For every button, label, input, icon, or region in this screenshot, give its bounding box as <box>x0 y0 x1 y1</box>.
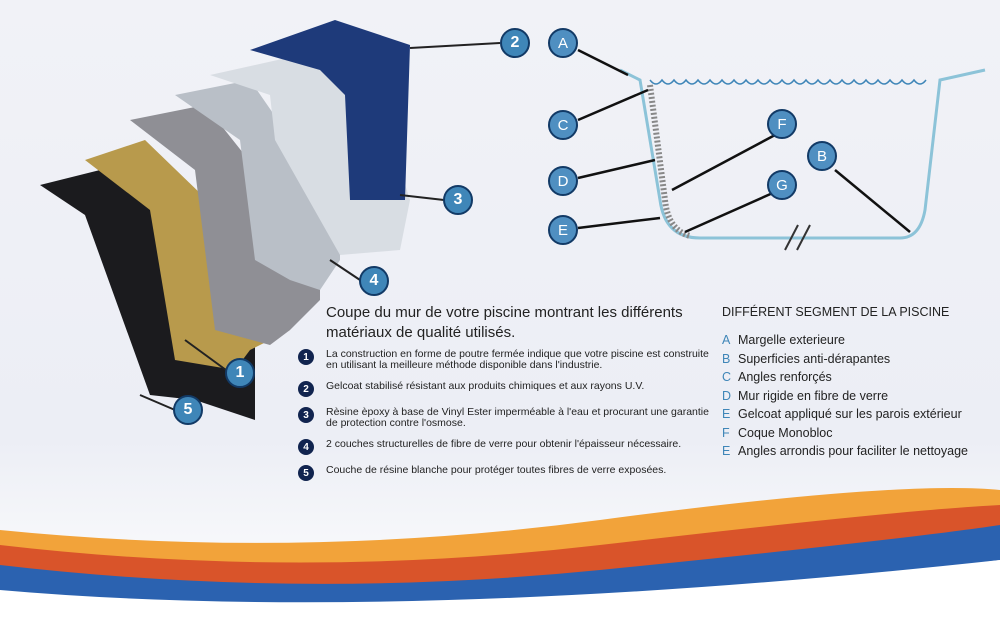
number-badge: 1 <box>298 349 314 365</box>
list-item: E Angles arrondis pour faciliter le netto… <box>722 442 968 461</box>
segments-title: DIFFÉRENT SEGMENT DE LA PISCINE <box>722 305 950 319</box>
pool-section-diagram <box>577 48 986 251</box>
item-text: Gelcoat stabilisé résistant aux produits… <box>326 380 645 392</box>
segment-text: Angles renforçés <box>738 370 832 384</box>
segment-letter: B <box>722 351 731 366</box>
segment-text: Superficies anti-dérapantes <box>738 351 891 366</box>
number-badge: 4 <box>298 439 314 455</box>
list-item: 5 Couche de résine blanche pour protéger … <box>298 465 718 481</box>
callout-5: 5 <box>173 395 203 425</box>
callout-1: 1 <box>225 358 255 388</box>
segment-text: Gelcoat appliqué sur les parois extérieu… <box>738 407 962 421</box>
segment-letter: E <box>722 444 731 458</box>
list-item: D Mur rigide en fibre de verre <box>722 387 968 406</box>
segment-letter: E <box>722 407 731 421</box>
materials-list: 1 La construction en forme de poutre ferm… <box>298 349 718 491</box>
segments-list: A Margelle exterieure B Superficies anti-d… <box>722 331 968 461</box>
list-item: F Coque Monobloc <box>722 424 968 443</box>
callout-f: F <box>767 109 797 139</box>
segment-text: Margelle exterieure <box>738 333 845 347</box>
list-item: 3 Rèsine èpoxy à base de Vinyl Ester impe… <box>298 407 718 429</box>
callout-c: C <box>548 110 578 140</box>
segment-letter: F <box>722 425 730 440</box>
item-text: Rèsine èpoxy à base de Vinyl Ester imper… <box>326 406 709 429</box>
segment-text: Mur rigide en fibre de verre <box>738 388 889 403</box>
item-text: La construction en forme de poutre fermé… <box>326 348 709 371</box>
list-item: A Margelle exterieure <box>722 331 968 350</box>
callout-e: E <box>548 215 578 245</box>
item-text: 2 couches structurelles de fibre de verr… <box>326 438 682 450</box>
callout-3: 3 <box>443 185 473 215</box>
list-item: E Gelcoat appliqué sur les parois extérie… <box>722 405 968 424</box>
callout-2: 2 <box>500 28 530 58</box>
item-text: Couche de résine blanche pour protéger t… <box>326 464 667 476</box>
number-badge: 2 <box>298 381 314 397</box>
callout-g: G <box>767 170 797 200</box>
segment-letter: A <box>722 333 731 347</box>
segment-text: Coque Monobloc <box>738 425 833 440</box>
list-item: C Angles renforçés <box>722 368 968 387</box>
callout-a: A <box>548 28 578 58</box>
number-badge: 5 <box>298 465 314 481</box>
list-item: 4 2 couches structurelles de fibre de ver… <box>298 439 718 455</box>
segment-letter: D <box>722 388 732 403</box>
list-item: B Superficies anti-dérapantes <box>722 350 968 369</box>
number-badge: 3 <box>298 407 314 423</box>
list-item: 1 La construction en forme de poutre ferm… <box>298 349 718 371</box>
callout-4: 4 <box>359 266 389 296</box>
decorative-swoosh <box>0 488 1000 627</box>
segment-letter: C <box>722 370 732 384</box>
list-item: 2 Gelcoat stabilisé résistant aux produit… <box>298 381 718 397</box>
segment-text: Angles arrondis pour faciliter le nettoy… <box>738 444 968 458</box>
wall-cross-section <box>40 20 410 420</box>
callout-d: D <box>548 166 578 196</box>
materials-title: Coupe du mur de votre piscine montrant l… <box>326 304 683 341</box>
wall-leader-lines <box>139 42 501 411</box>
callout-b: B <box>807 141 837 171</box>
